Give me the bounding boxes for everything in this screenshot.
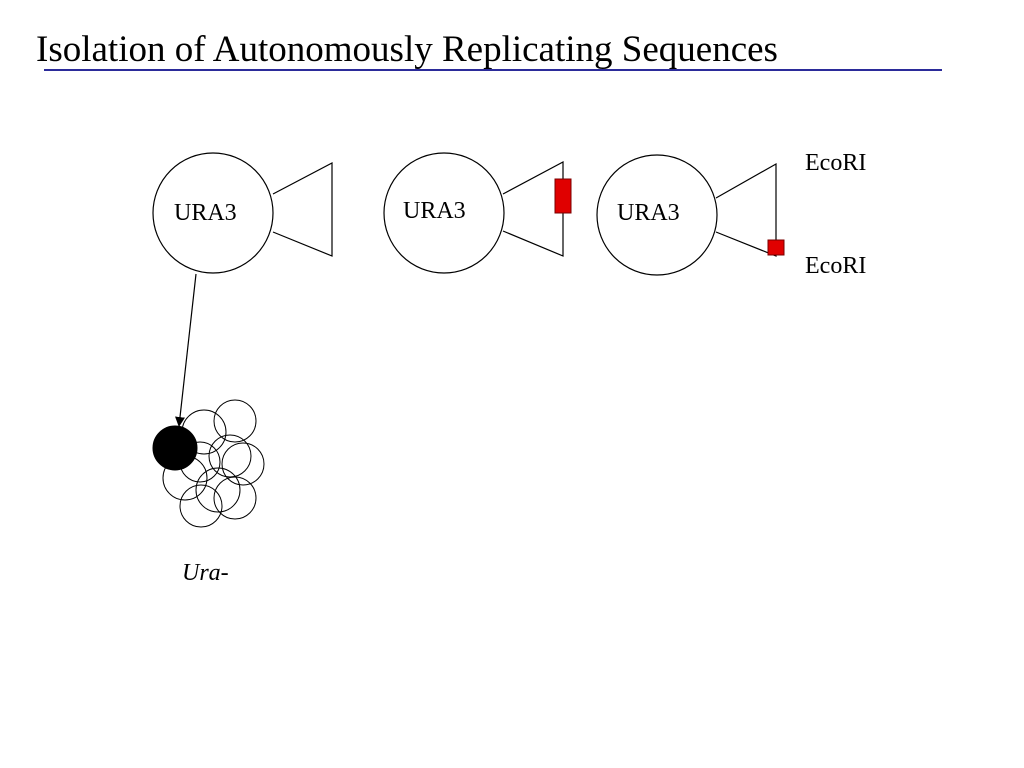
yeast-cell bbox=[195, 467, 241, 513]
yeast-cell bbox=[213, 399, 257, 443]
yeast-cell bbox=[221, 442, 265, 486]
plasmid-1-vector-wedge bbox=[272, 162, 333, 257]
plasmid-2-circle bbox=[383, 152, 505, 274]
transformation-arrow bbox=[175, 273, 197, 427]
slide-title: Isolation of Autonomously Replicating Se… bbox=[36, 29, 778, 70]
plasmid-3: URA3 bbox=[596, 154, 785, 276]
plasmid-2-dna-insert bbox=[554, 178, 572, 214]
plasmid-3-label: URA3 bbox=[617, 200, 680, 226]
plasmid-2-vector-wedge bbox=[502, 161, 564, 257]
plasmid-3-dna-insert bbox=[767, 239, 785, 256]
plasmid-3-vector-wedge bbox=[715, 162, 777, 257]
plasmid-1-circle bbox=[152, 152, 274, 274]
ecori-site-bottom-label: EcoRI bbox=[805, 253, 866, 279]
plasmid-2: URA3 bbox=[383, 152, 572, 274]
plasmid-2-label: URA3 bbox=[403, 198, 466, 224]
plasmid-3-circle bbox=[596, 154, 718, 276]
yeast-cell bbox=[179, 484, 223, 528]
plasmid-1-label: URA3 bbox=[174, 200, 237, 226]
yeast-cell bbox=[213, 476, 257, 520]
transformed-yeast-cell bbox=[152, 425, 198, 471]
plasmid-1: URA3 bbox=[152, 152, 333, 274]
yeast-cell bbox=[208, 434, 252, 478]
cells-genotype-label: Ura- bbox=[182, 560, 229, 586]
ecori-site-top-label: EcoRI bbox=[805, 150, 866, 176]
title-underline bbox=[44, 69, 942, 71]
yeast-cell-cluster bbox=[152, 399, 265, 528]
